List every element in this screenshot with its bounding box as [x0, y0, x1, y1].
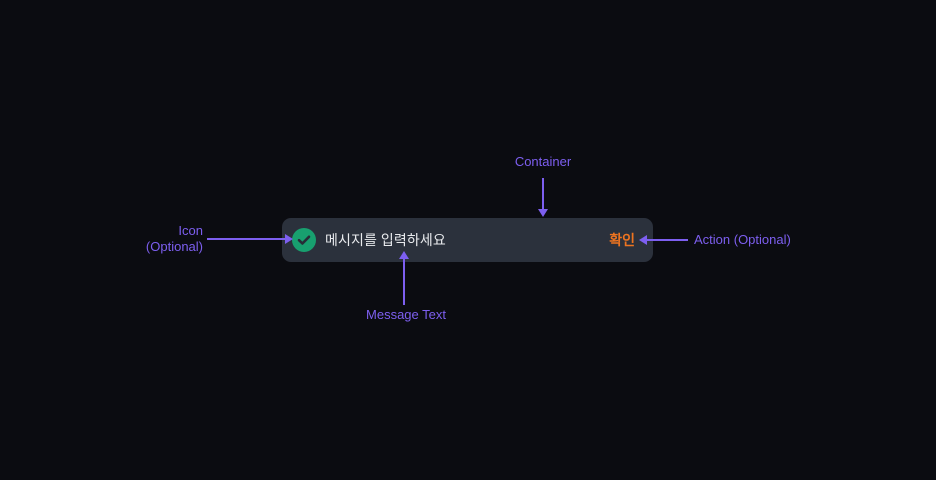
annotation-label-icon-line1: Icon — [178, 223, 203, 238]
annotation-label-message: Message Text — [366, 307, 446, 322]
toast-container: 메시지를 입력하세요 확인 — [282, 218, 653, 262]
check-circle-icon — [292, 228, 316, 252]
annotation-arrowhead-right-icon — [285, 234, 293, 244]
annotation-arrow-line-action — [646, 239, 688, 241]
annotation-arrow-line-message — [403, 258, 405, 305]
annotation-label-action: Action (Optional) — [694, 232, 791, 247]
annotation-label-icon-line2: (Optional) — [145, 239, 203, 254]
annotation-arrowhead-left-icon — [639, 235, 647, 245]
toast-message-text: 메시지를 입력하세요 — [325, 232, 446, 248]
annotation-label-container: Container — [514, 154, 572, 169]
annotation-arrow-line-icon — [207, 238, 287, 240]
annotation-label-icon: Icon (Optional) — [100, 223, 203, 255]
toast-action-button[interactable]: 확인 — [609, 232, 635, 248]
annotation-arrowhead-down-icon — [538, 209, 548, 217]
annotation-arrowhead-up-icon — [399, 251, 409, 259]
annotation-arrow-line-container — [542, 178, 544, 211]
